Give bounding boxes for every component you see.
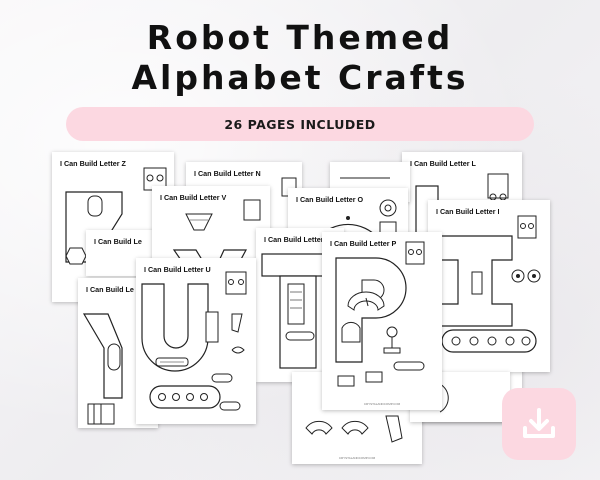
worksheet-letter-y: I Can Build Le — [78, 278, 158, 428]
worksheet-title: I Can Build Letter N — [194, 169, 261, 178]
worksheet-title: I Can Build Letter Z — [60, 159, 126, 168]
headline-line-2: Alphabet Crafts — [131, 58, 469, 97]
worksheet-title: I Can Build Le — [94, 237, 142, 246]
worksheet-letter-p: I Can Build Letter P CRYSTALANDCOMP.COM — [322, 232, 442, 410]
pages-included-badge: 26 PAGES INCLUDED — [66, 107, 534, 141]
worksheet-footer: CRYSTALANDCOMP.COM — [338, 456, 376, 460]
worksheet-title: I Can Build Letter U — [144, 265, 211, 274]
worksheet-title: I Can Build Letter I — [436, 207, 500, 216]
worksheet-title: I Can Build Letter T — [264, 235, 330, 244]
letter-t-artwork — [261, 253, 341, 369]
pages-included-text: 26 PAGES INCLUDED — [224, 116, 376, 132]
worksheet-title: I Can Build Le — [86, 285, 134, 294]
letter-p-artwork — [335, 241, 425, 387]
letter-y-artwork — [82, 313, 123, 425]
download-button[interactable] — [502, 388, 576, 460]
letter-i-artwork — [437, 215, 541, 353]
worksheet-title: I Can Build Letter O — [296, 195, 364, 204]
worksheet-letter-u: I Can Build Letter U — [136, 258, 256, 424]
worksheet-letter-i: I Can Build Letter I — [428, 200, 550, 372]
worksheet-title: I Can Build Letter L — [410, 159, 476, 168]
headline-line-1: Robot Themed — [146, 18, 454, 57]
letter-u-artwork — [141, 271, 247, 411]
download-icon — [523, 408, 555, 438]
worksheet-footer: CRYSTALANDCOMP.COM — [363, 402, 401, 406]
worksheet-title: I Can Build Letter V — [160, 193, 227, 202]
worksheet-title: I Can Build Letter P — [330, 239, 397, 248]
